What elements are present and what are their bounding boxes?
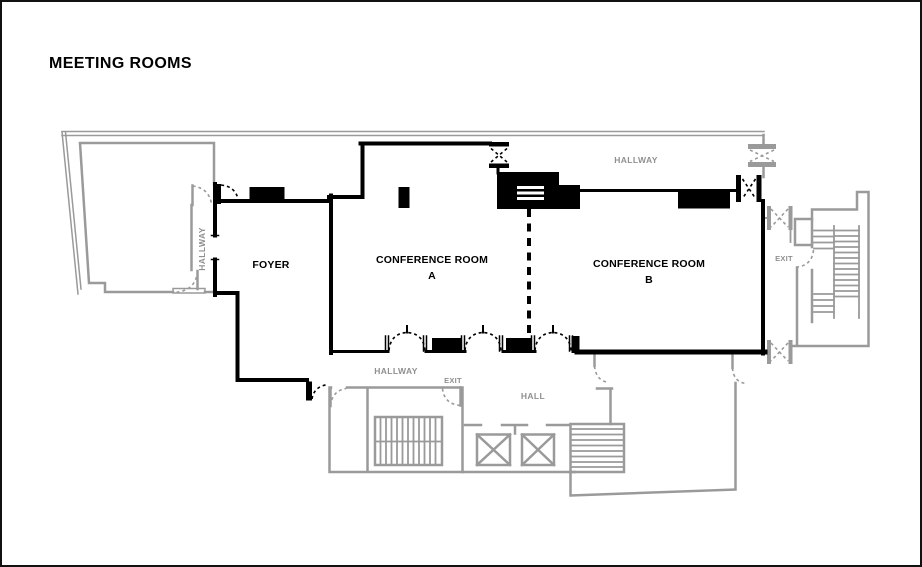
page-title: MEETING ROOMS — [49, 55, 192, 72]
southeast-boundary — [569, 381, 737, 497]
outline-top-wall — [61, 130, 765, 137]
wall-block — [432, 338, 462, 353]
south-wall-and-doors — [329, 325, 579, 353]
hall-label: HALL — [521, 391, 545, 401]
northwest-room-walls — [78, 141, 218, 294]
elevator-icon — [520, 432, 556, 467]
wall-block — [678, 189, 730, 209]
door-swing-icon — [593, 352, 614, 426]
double-acting-door-icon — [736, 175, 762, 202]
casework-block — [249, 187, 285, 201]
conference-room-a-label: CONFERENCE ROOM — [376, 254, 488, 266]
hallway-bottom-label: HALLWAY — [374, 366, 418, 376]
double-acting-door-icon — [748, 144, 776, 167]
column — [398, 187, 410, 208]
outline-left-slant-wall — [61, 131, 82, 295]
door-swing-icon — [731, 352, 747, 385]
right-stairwell — [789, 190, 870, 348]
elevator-lobby-walls — [463, 423, 572, 435]
conference-room-a-walls — [327, 141, 492, 355]
exit-door-swing-icon — [797, 249, 815, 268]
conference-room-b-walls — [571, 189, 768, 356]
hallway-top-label: HALLWAY — [614, 155, 658, 165]
double-acting-door-icon — [763, 340, 793, 364]
elevator-lobby — [463, 423, 572, 467]
stairs-icon — [373, 415, 444, 467]
door-swing-icon — [191, 184, 213, 207]
partition-pocket — [497, 172, 580, 209]
double-acting-door-icon — [762, 206, 793, 230]
elevator-icon — [475, 432, 512, 467]
exit-right-label: EXIT — [775, 254, 793, 263]
exit-door-swing-icon — [441, 386, 464, 474]
door-swing-icon — [329, 387, 347, 408]
foyer-label: FOYER — [252, 259, 289, 271]
hallway-left-label: HALLWAY — [197, 227, 207, 271]
wall-block — [506, 338, 532, 353]
conference-room-b-letter: B — [645, 274, 653, 286]
exit-bottom-label: EXIT — [444, 376, 462, 385]
stairwell-landing-walls — [793, 217, 814, 247]
door-threshold — [172, 287, 206, 294]
southwest-block — [328, 386, 577, 474]
wall-notch — [571, 336, 580, 353]
double-acting-door-icon — [489, 142, 509, 175]
stairs-icon — [569, 422, 626, 474]
northwest-room — [78, 141, 218, 294]
conference-room-b-label: CONFERENCE ROOM — [593, 258, 705, 270]
door-swing-icon — [172, 269, 206, 294]
stairs-icon — [813, 225, 860, 319]
building-outline — [61, 130, 765, 295]
conference-room-a-letter: A — [428, 270, 436, 282]
double-door-swing-icon — [388, 325, 426, 351]
door-swing-icon — [216, 184, 240, 204]
stairwell-walls — [790, 190, 870, 348]
door-swing-icon — [306, 381, 329, 401]
double-door-swing-icon — [464, 325, 502, 351]
foyer-walls — [210, 182, 333, 401]
double-door-swing-icon — [534, 325, 572, 351]
